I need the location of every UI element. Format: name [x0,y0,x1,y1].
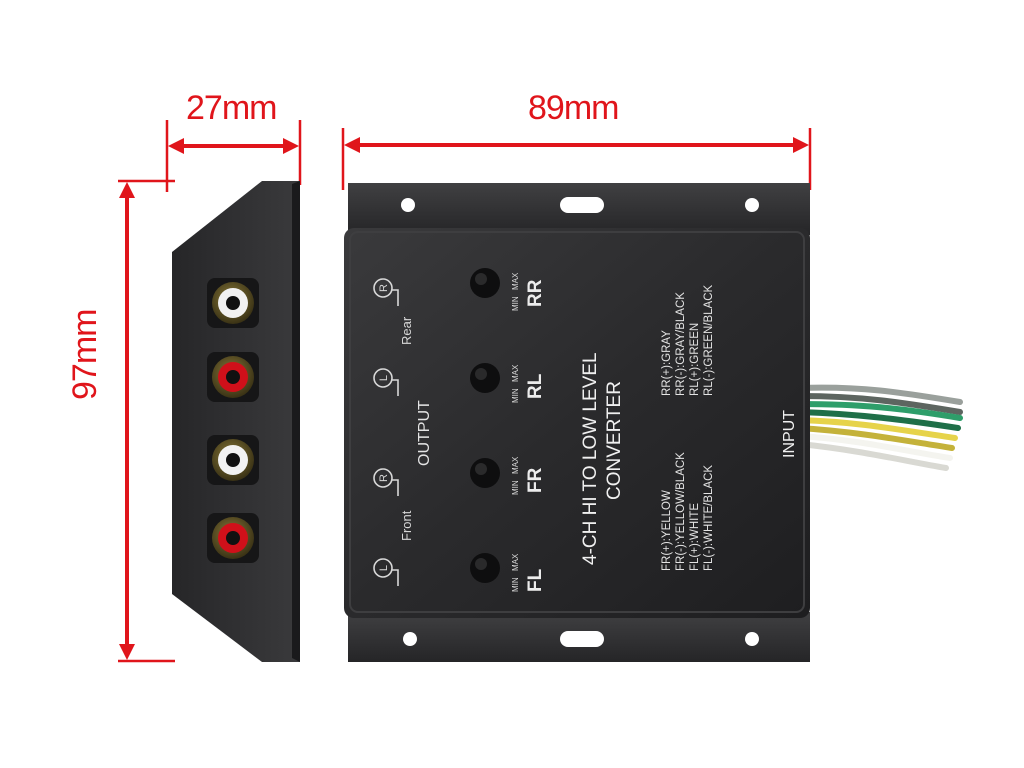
output-symbol-l-rear: L [378,375,390,381]
front-wiring-3: FL(+):WHITE [689,503,701,571]
device-title-line2: CONVERTER [604,381,625,500]
output-symbol-l-front: L [378,565,390,571]
output-symbols [373,278,399,586]
top-view: R L R L Rear Front OUTPUT MIN MAX MIN MA… [344,183,810,662]
front-wiring-4: FL(-):WHITE/BLACK [703,465,715,571]
side-view [172,181,300,662]
channel-label-rl: RL [525,373,546,399]
knob-min-fl: MIN [511,577,520,592]
rear-wiring-1: RR(+):GRAY [661,330,673,396]
rear-wiring-2: RR(-):GRAY/BLACK [675,292,687,396]
dimension-lines [118,120,812,663]
rear-wiring-3: RL(+):GREEN [689,323,701,396]
depth-dimension-label: 27mm [186,89,277,127]
device-title-line1: 4-CH HI TO LOW LEVEL [580,352,601,565]
knob-max-fl: MAX [511,553,520,571]
output-symbol-r-rear: R [378,284,390,292]
channel-label-rr: RR [525,279,546,307]
output-symbol-r-front: R [378,474,390,482]
gain-knob-rl [470,363,500,393]
channel-label-fr: FR [525,467,546,493]
knob-max-fr: MAX [511,456,520,474]
front-wiring-2: FR(-):YELLOW/BLACK [675,452,687,571]
channel-label-fl: FL [525,568,546,592]
front-label: Front [399,510,414,541]
input-label: INPUT [781,410,798,458]
gain-knob-rr [470,268,500,298]
knob-max-rr: MAX [511,272,520,290]
rca-jack-3 [207,435,259,485]
input-wires [797,384,963,471]
gain-knob-fl [470,553,500,583]
rear-wiring-4: RL(-):GREEN/BLACK [703,284,715,396]
width-dimension-label: 89mm [528,89,619,127]
knob-min-rr: MIN [511,296,520,311]
rca-jack-4 [207,513,259,563]
rear-label: Rear [399,316,414,345]
rca-jack-2 [207,352,259,402]
knob-min-rl: MIN [511,388,520,403]
knob-min-fr: MIN [511,480,520,495]
output-label: OUTPUT [416,400,433,466]
gain-knob-fr [470,458,500,488]
front-wiring-1: FR(+):YELLOW [661,490,673,571]
knob-max-rl: MAX [511,364,520,382]
rca-jack-1 [207,278,259,328]
